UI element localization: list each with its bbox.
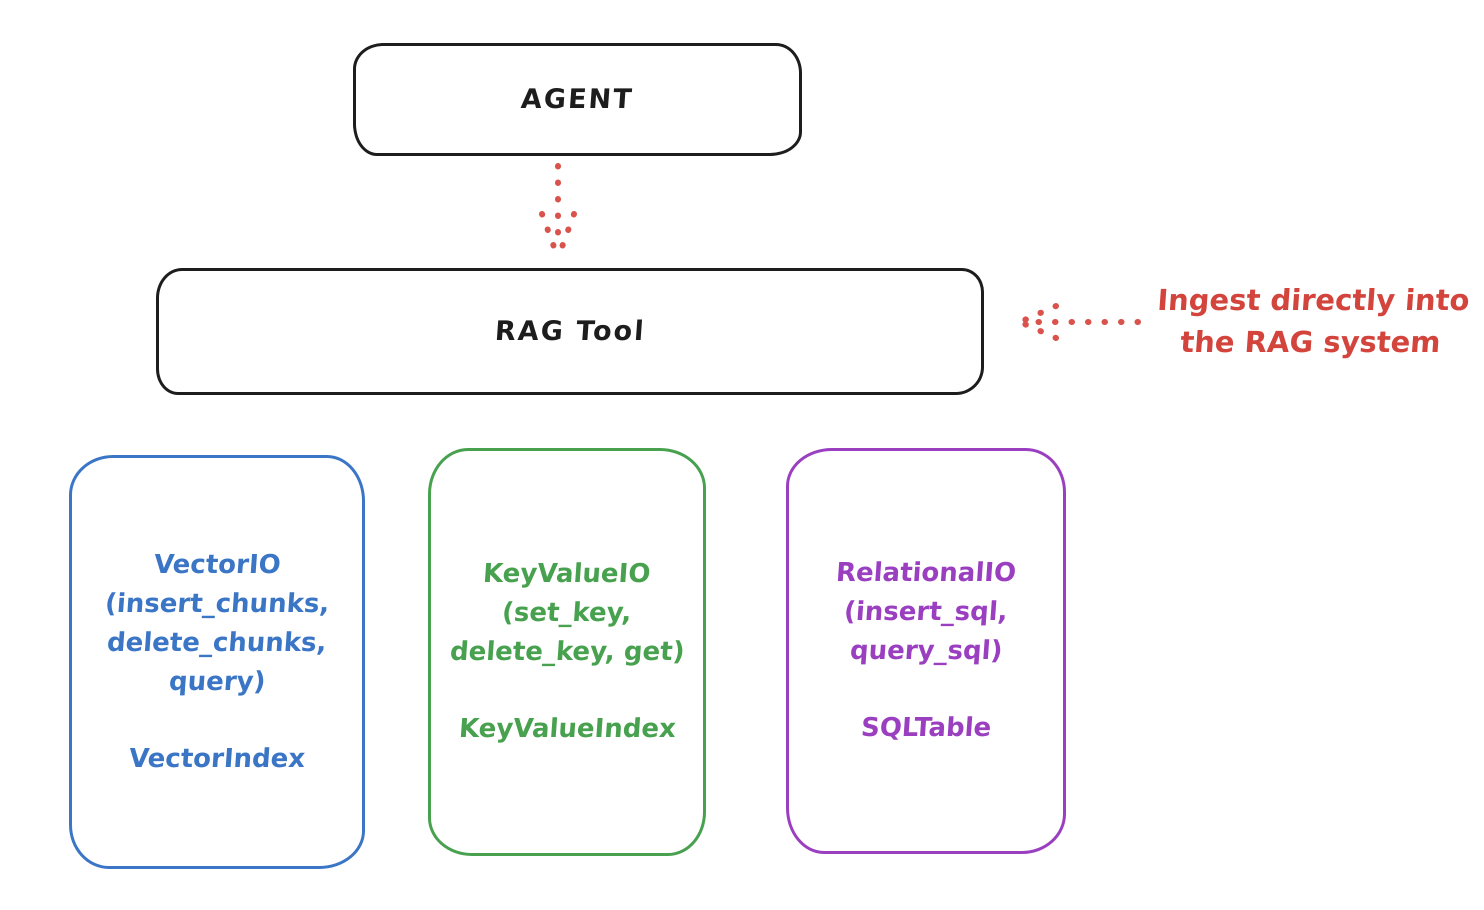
vector-io-methods-line: query): [167, 666, 267, 697]
rag-tool-node-label: RAG Tool: [493, 316, 647, 347]
ingest-annotation: Ingest directly into the RAG system: [1137, 279, 1484, 363]
ingest-annotation-line: Ingest directly into: [1156, 283, 1471, 317]
ingest-annotation-line: the RAG system: [1179, 325, 1442, 359]
keyvalue-io-methods-line: (set_key,: [501, 598, 633, 628]
agent-node-label: AGENT: [520, 84, 635, 115]
arrow-down-icon: [539, 163, 577, 261]
keyvalue-io-title: KeyValueIO: [482, 559, 652, 589]
vector-io-title: VectorIO: [152, 549, 282, 580]
agent-node: AGENT: [353, 43, 802, 156]
keyvalue-io-node: KeyValueIO (set_key, delete_key, get) Ke…: [428, 448, 706, 856]
vector-index-label: VectorIndex: [127, 743, 307, 774]
rag-tool-node: RAG Tool: [156, 268, 984, 395]
relational-io-methods-line: (insert_sql,: [843, 597, 1009, 627]
relational-io-methods-line: query_sql): [848, 636, 1004, 666]
keyvalue-index-label: KeyValueIndex: [457, 714, 677, 744]
relational-io-title: RelationalIO: [834, 558, 1018, 588]
relational-io-node: RelationalIO (insert_sql, query_sql) SQL…: [786, 448, 1066, 854]
vector-io-methods-line: delete_chunks,: [106, 627, 328, 658]
arrow-left-icon: [1017, 303, 1141, 341]
keyvalue-io-methods-line: delete_key, get): [448, 637, 686, 667]
sql-table-label: SQLTable: [859, 713, 993, 743]
vector-io-methods-line: (insert_chunks,: [103, 588, 331, 619]
vector-io-node: VectorIO (insert_chunks, delete_chunks, …: [69, 455, 365, 869]
